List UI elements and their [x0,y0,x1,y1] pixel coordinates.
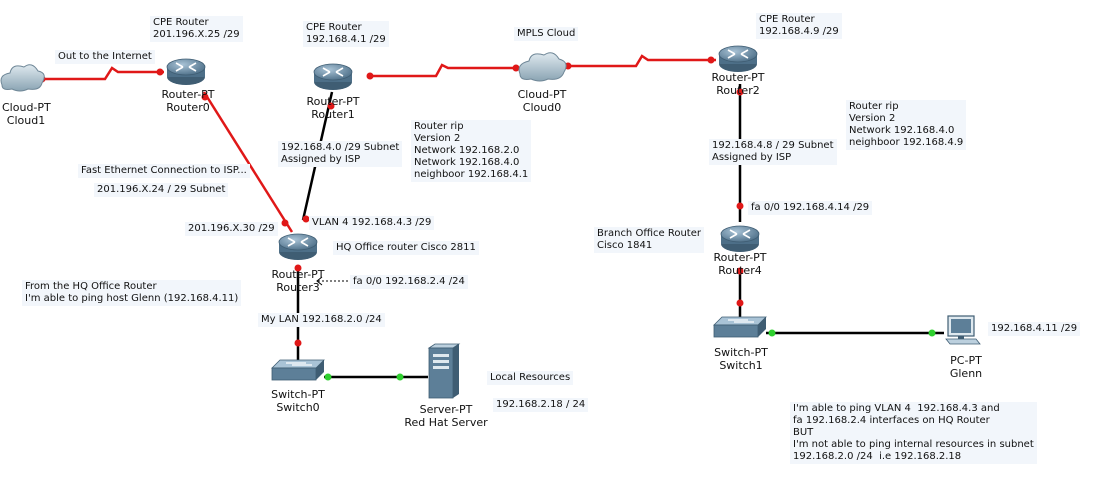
serial-link-cloud0-router2 [566,54,716,68]
device-type: Switch-PT [271,388,325,401]
note-fa00-hq: fa 0/0 192.168.2.4 /24 [350,275,468,289]
endpoint [768,329,776,337]
endpoint [736,88,744,96]
device-type: Router-PT [711,71,765,84]
note-hq-office-router: HQ Office router Cisco 2811 [333,241,479,255]
link-router0-router3 [202,91,294,233]
note-from-hq: From the HQ Office Router I'm able to pi… [22,280,242,306]
endpoint [736,202,744,210]
serial-link-cloud1-router0 [40,66,164,81]
device-type: PC-PT [950,354,982,367]
note-ip-201-30: 201.196.X.30 /29 [185,222,278,236]
note-glenn-ip: 192.168.4.11 /29 [988,322,1081,336]
device-name: Router1 [311,108,355,121]
note-server-ip: 192.168.2.18 / 24 [493,398,589,412]
device-name: Router4 [718,264,762,277]
endpoint [396,373,404,381]
device-type: Switch-PT [714,346,768,359]
serial-link-router1-cloud0 [368,63,520,78]
endpoint [928,329,936,337]
cloud-icon[interactable] [518,52,567,82]
note-my-lan: My LAN 192.168.2.0 /24 [258,313,385,327]
device-name: Switch1 [719,359,763,372]
note-rip-hq: Router rip Version 2 Network 192.168.2.0… [411,120,532,182]
server-icon[interactable] [427,343,461,399]
switch-icon[interactable] [271,359,325,381]
note-rip-branch: Router rip Version 2 Network 192.168.4.0… [846,100,967,150]
note-fast-ethernet: Fast Ethernet Connection to ISP... [78,164,250,178]
device-name: Router2 [716,84,760,97]
device-type: Cloud-PT [2,101,51,114]
device-type: Router-PT [306,95,360,108]
endpoint [302,215,310,223]
note-subnet-201: 201.196.X.24 / 29 Subnet [94,183,229,197]
switch-icon[interactable] [713,316,767,338]
device-name: Router3 [276,281,320,294]
note-cpe-router2: CPE Router 192.168.4.9 /29 [756,13,842,39]
device-type: Cloud-PT [517,88,567,101]
router-icon[interactable] [718,45,758,72]
router-icon[interactable] [313,63,353,90]
cloud-icon[interactable] [0,64,45,92]
note-problem: I'm able to ping VLAN 4 192.168.4.3 and … [790,402,1037,464]
device-type: Server-PT [419,403,473,416]
device-name: Switch0 [276,401,320,414]
endpoint [512,64,520,72]
endpoint [201,93,209,101]
device-name: Router0 [166,101,210,114]
note-local-resources: Local Resources [487,371,574,385]
endpoint [294,264,302,272]
device-name: Glenn [949,367,983,380]
note-fa00-branch: fa 0/0 192.168.4.14 /29 [748,201,873,215]
device-type: Router-PT [161,88,215,101]
note-subnet-hq: 192.168.4.0 /29 Subnet Assigned by ISP [278,141,403,167]
device-name: Cloud1 [6,114,46,127]
device-name: Cloud0 [522,101,562,114]
router-icon[interactable] [278,233,318,260]
note-subnet-branch: 192.168.4.8 / 29 Subnet Assigned by ISP [709,139,837,165]
endpoint [294,339,302,347]
endpoint [736,267,744,275]
endpoint [707,56,715,64]
endpoint [156,68,164,76]
device-name: Red Hat Server [404,416,488,429]
note-out-internet: Out to the Internet [55,50,155,64]
endpoint [366,72,374,80]
device-type: Router-PT [713,251,767,264]
endpoint [281,219,289,227]
endpoint [736,299,744,307]
note-mpls-cloud: MPLS Cloud [514,27,579,41]
note-cpe-router1: CPE Router 192.168.4.1 /29 [303,21,389,47]
pc-icon[interactable] [945,315,981,345]
router-icon[interactable] [166,58,206,85]
note-cpe-router0: CPE Router 201.196.X.25 /29 [150,16,243,42]
note-vlan4: VLAN 4 192.168.4.3 /29 [309,216,435,230]
fa00-pointer-arrowhead [316,276,323,286]
device-type: Router-PT [271,268,325,281]
endpoint [327,102,335,110]
endpoint [324,373,332,381]
note-branch-office: Branch Office Router Cisco 1841 [594,227,704,253]
router-icon[interactable] [720,225,760,252]
